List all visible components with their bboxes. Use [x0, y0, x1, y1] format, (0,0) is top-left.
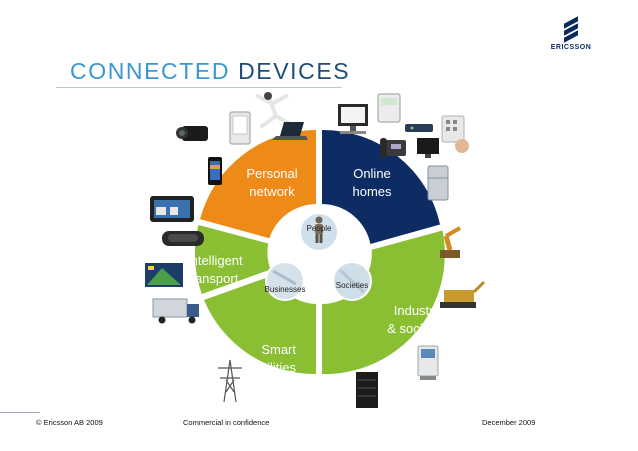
businesses-circle	[266, 262, 304, 300]
footer-confidentiality: Commercial in confidence	[183, 418, 269, 427]
hub-label-societies: Societies	[328, 281, 376, 290]
segment-label-smart-line1: Smart	[226, 341, 296, 359]
footer-divider	[0, 412, 40, 413]
segment-label-personal-line1: Personal	[236, 165, 308, 183]
segment-label-online-line2: homes	[336, 183, 408, 201]
electric-meter-icon	[378, 94, 400, 122]
desk-phone-icon	[380, 138, 406, 158]
segment-label-smart: Smart utilities	[226, 341, 296, 377]
segment-label-transport-line1: Intelligent	[187, 252, 251, 270]
segment-label-online: Online homes	[336, 165, 408, 201]
dancer-figure-icon	[258, 96, 290, 126]
rearview-camera-icon	[162, 231, 204, 246]
segment-label-industry: Industry & society	[364, 302, 440, 338]
router-icon	[405, 124, 433, 132]
excavator-icon	[440, 282, 484, 308]
segment-label-smart-line2: utilities	[226, 359, 296, 377]
camcorder-icon	[176, 126, 208, 141]
desktop-computer-icon	[338, 104, 368, 134]
segment-label-online-line1: Online	[336, 165, 408, 183]
hub-label-businesses: Businesses	[258, 285, 312, 294]
truck-icon	[153, 299, 199, 324]
smartphone-icon	[208, 157, 222, 185]
footer-date: December 2009	[482, 418, 535, 427]
segment-label-transport-line2: transport	[187, 270, 251, 288]
tv-icon	[417, 138, 439, 158]
medical-scanner-icon	[418, 346, 438, 380]
segment-label-industry-line1: Industry	[364, 302, 440, 320]
server-rack-icon	[356, 372, 378, 408]
e-reader-icon	[230, 112, 250, 144]
traffic-display-icon	[145, 263, 183, 287]
segment-label-personal: Personal network	[236, 165, 308, 201]
segment-label-transport: Intelligent transport	[187, 252, 251, 288]
segment-label-industry-line2: & society	[364, 320, 440, 338]
gps-navigator-icon	[150, 196, 194, 222]
hub-label-people: People	[299, 224, 339, 233]
segment-label-personal-line2: network	[236, 183, 308, 201]
refrigerator-icon	[428, 166, 448, 200]
keypad-icon	[442, 116, 469, 153]
footer-copyright: © Ericsson AB 2009	[36, 418, 103, 427]
